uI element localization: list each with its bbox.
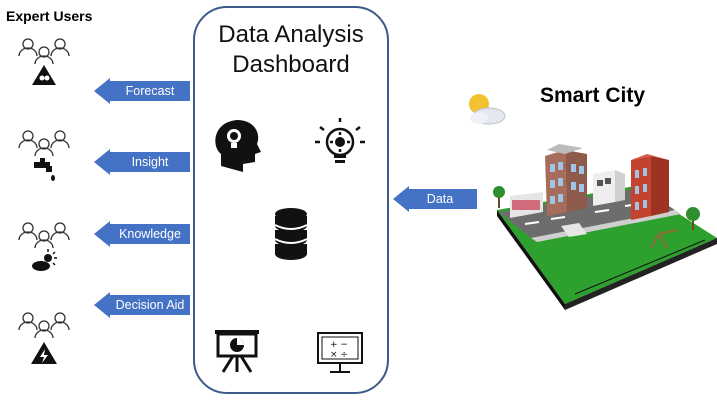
knowledge-arrow: Knowledge [94,221,190,247]
insight-arrow: Insight [94,149,190,175]
presentation-chart-icon [215,330,259,373]
left-arrow-shape [94,78,190,104]
svg-text:× ÷: × ÷ [330,350,348,360]
smart-city-illustration [469,94,717,310]
knowledge-label: Knowledge [119,227,181,241]
city-ground [497,186,717,310]
user-group-icon [18,312,70,339]
water-tap-icon [34,158,55,181]
forecast-arrow: Forecast [94,78,190,104]
user-group-icon [18,38,70,65]
tree-icon [686,207,700,230]
hazard-warning-icon [32,65,56,85]
office-building [545,144,587,216]
left-arrow-shape [94,221,190,247]
smart-city-title: Smart City [540,84,646,107]
expert-users-column [18,38,70,364]
user-group-icon [18,222,70,249]
svg-text:+ −: + − [330,340,348,350]
dashboard-icons: + − × ÷ [215,118,365,373]
dashboard-frame [193,6,389,394]
data-label: Data [426,192,454,206]
electric-hazard-icon [31,342,57,364]
tree-icon [493,186,505,208]
weather-icon [32,249,57,271]
playground-icon [650,229,678,249]
shop-building [510,192,543,218]
user-group-icon [18,130,70,157]
dashboard-title: Data Analysis Dashboard [193,20,389,80]
expert-users-title: Expert Users [6,8,93,24]
dashboard-title-line1: Data Analysis [218,21,364,48]
red-building [631,154,669,220]
sun-cloud-icon [469,94,506,125]
data-arrow: Data [393,186,477,212]
decision-aid-label: Decision Aid [115,298,185,312]
dashboard-title-line2: Dashboard [232,51,350,78]
lightbulb-gear-icon [315,118,365,163]
left-arrow-shape [94,292,190,318]
left-arrow-shape [393,186,477,212]
database-icon [274,208,308,260]
decision-aid-arrow: Decision Aid [94,292,190,318]
forecast-label: Forecast [125,84,175,98]
left-arrow-shape [94,149,190,175]
insight-label: Insight [131,155,169,169]
white-building [593,170,625,206]
head-lightbulb-icon [215,120,261,172]
calculator-screen-icon: + − × ÷ [317,332,363,373]
fence [574,239,706,295]
